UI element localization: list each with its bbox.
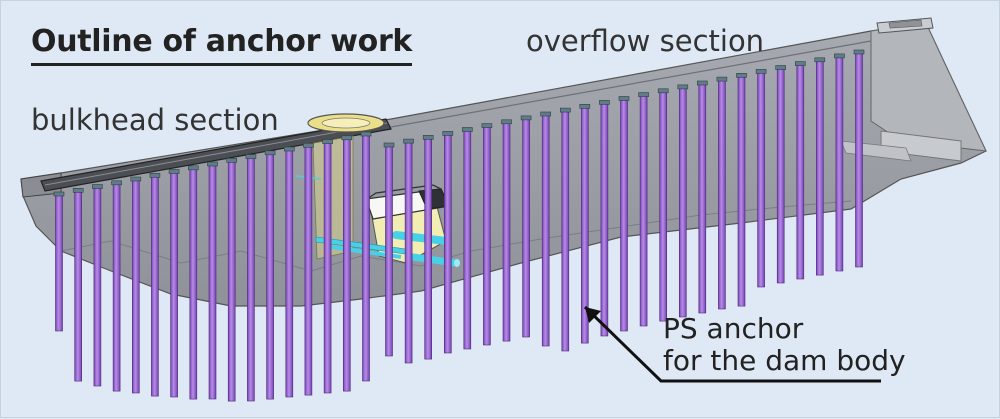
- ps-anchor-head: [264, 150, 276, 156]
- ps-anchor-head: [111, 180, 122, 186]
- ps-anchor-rod: [620, 99, 628, 332]
- ps-anchor-head: [853, 49, 865, 55]
- ps-anchor-rod: [424, 138, 433, 360]
- ps-anchor-rod: [93, 187, 102, 387]
- ps-anchor-rod: [483, 126, 491, 346]
- ps-anchor-rod: [304, 146, 313, 396]
- ps-anchor-rod: [698, 83, 707, 314]
- ps-anchor-head: [834, 53, 845, 59]
- ps-anchor-rod: [737, 76, 746, 307]
- ps-anchor-rod: [112, 183, 121, 392]
- ps-anchor-head: [72, 188, 84, 193]
- ps-anchor-rod: [151, 176, 159, 397]
- ps-anchor-label: PS anchor for the dam body: [663, 312, 906, 378]
- ps-anchor-head: [540, 111, 552, 117]
- ps-anchor-head: [322, 139, 333, 144]
- ps-anchor-head: [403, 138, 414, 144]
- bulkhead-section-label: bulkhead section: [31, 103, 279, 137]
- ps-anchor-rod: [362, 134, 370, 382]
- ps-anchor-head: [226, 158, 237, 163]
- ps-anchor-head: [716, 76, 728, 82]
- ps-anchor-head: [775, 65, 787, 70]
- ps-anchor-label-line2: for the dam body: [663, 344, 906, 378]
- page-title: Outline of anchor work: [31, 27, 412, 66]
- ps-anchor-head: [736, 73, 747, 78]
- ps-anchor-rod: [266, 153, 274, 400]
- ps-anchor-head: [422, 135, 434, 140]
- ps-anchor-rod: [835, 56, 844, 272]
- ps-anchor-head: [657, 88, 669, 94]
- ps-anchor-rod: [404, 141, 413, 364]
- ps-anchor-head: [461, 127, 473, 132]
- ps-anchor-rod: [170, 172, 178, 398]
- overflow-section-label: overflow section: [526, 24, 765, 58]
- ps-anchor-rod: [247, 157, 255, 402]
- ps-anchor-label-line1: PS anchor: [663, 312, 804, 345]
- ps-anchor-head: [303, 143, 314, 148]
- ps-anchor-head: [341, 135, 353, 141]
- ps-anchor-rod: [342, 138, 351, 392]
- ps-anchor-head: [383, 142, 395, 148]
- ps-anchor-head: [188, 165, 199, 171]
- ps-anchor-head: [130, 176, 142, 182]
- ps-anchor-rod: [600, 103, 609, 337]
- ps-anchor-rod: [757, 72, 765, 288]
- ps-anchor-rod: [678, 87, 687, 318]
- ps-anchor-head: [360, 131, 372, 137]
- ps-anchor-head: [481, 123, 493, 128]
- ps-anchor-rod: [285, 149, 294, 398]
- anchor-leader-arrow: [583, 305, 881, 383]
- ps-anchor-head: [696, 80, 708, 86]
- ps-anchor-rod: [323, 142, 332, 394]
- ps-anchor-head: [520, 115, 532, 121]
- ps-anchor-rod: [522, 118, 530, 338]
- conduit-pipes: [295, 175, 460, 267]
- ps-anchor-rod: [502, 122, 511, 342]
- ps-anchor-rod: [855, 52, 863, 268]
- ps-anchor-head: [599, 100, 610, 105]
- ps-anchor-head: [794, 61, 806, 66]
- ps-anchor-rod: [796, 64, 805, 280]
- ps-anchor-rod: [718, 79, 726, 310]
- ps-anchor-group: [53, 49, 865, 402]
- ps-anchor-rod: [385, 145, 393, 357]
- ps-anchor-rod: [541, 114, 550, 347]
- ps-anchor-head: [53, 191, 65, 197]
- ps-anchor-rod: [561, 110, 570, 352]
- ps-anchor-head: [579, 104, 591, 109]
- ps-anchor-rod: [463, 130, 472, 350]
- ps-anchor-rod: [227, 161, 236, 402]
- ps-anchor-head: [559, 107, 571, 113]
- bulkhead-crest-road: [40, 118, 392, 192]
- ps-anchor-rod: [776, 68, 785, 284]
- ps-anchor-head: [442, 131, 454, 136]
- ps-anchor-head: [755, 69, 767, 74]
- ps-anchor-rod: [132, 179, 140, 394]
- ps-anchor-rod: [189, 168, 198, 400]
- ps-anchor-head: [245, 154, 257, 159]
- ps-anchor-rod: [639, 95, 648, 327]
- ps-anchor-rod: [659, 91, 668, 322]
- ps-anchor-head: [207, 161, 218, 167]
- ps-anchor-head: [92, 184, 103, 189]
- ps-anchor-rod: [55, 194, 63, 332]
- ps-anchor-rod: [815, 60, 824, 276]
- ps-anchor-head: [814, 57, 826, 63]
- ps-anchor-head: [149, 173, 161, 178]
- ps-anchor-rod: [74, 191, 82, 382]
- ps-anchor-rod: [208, 164, 217, 400]
- ps-anchor-rod: [443, 134, 452, 354]
- ps-anchor-head: [677, 84, 689, 90]
- ps-anchor-head: [283, 146, 295, 152]
- ps-anchor-head: [168, 169, 180, 174]
- ps-anchor-head: [501, 119, 512, 125]
- ps-anchor-head: [618, 96, 630, 101]
- ps-anchor-head: [638, 92, 649, 97]
